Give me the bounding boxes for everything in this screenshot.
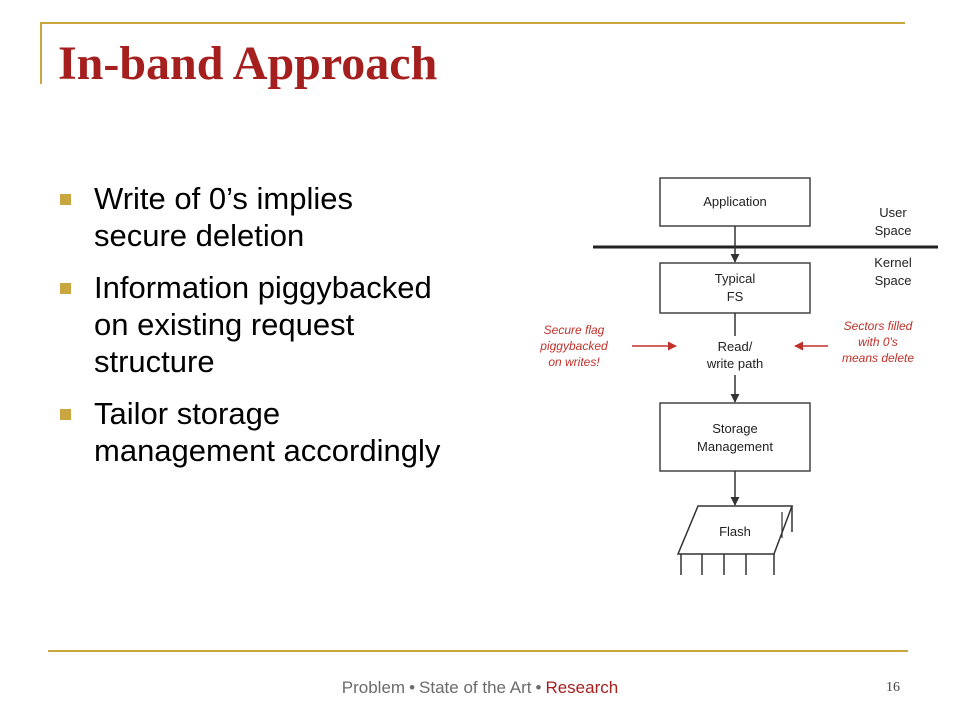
user-space-label-line: Space [875, 223, 912, 238]
secure-flag-label-line: Secure flag [544, 323, 605, 337]
footer-nav: Problem•State of the Art•Research [0, 678, 960, 698]
footer-separator: • [409, 678, 416, 697]
secure-flag-label-line: piggybacked [539, 339, 608, 353]
slide-title: In-band Approach [58, 37, 438, 90]
footer-rule [48, 650, 908, 652]
bullet-line: Write of 0’s implies [94, 181, 353, 216]
flash-label: Flash [719, 524, 751, 539]
in-band-diagram: Application User Space Kernel Space Typi… [539, 177, 938, 575]
storage-label-line: Storage [712, 421, 758, 436]
footer-item-research: Research [545, 678, 619, 697]
frame-left-rule [40, 22, 42, 84]
storage-label-line: Management [697, 439, 773, 454]
bullet-line: structure [94, 344, 215, 379]
bullet-item: Tailor storage management accordingly [60, 395, 540, 469]
bullet-line: on existing request [94, 307, 355, 342]
flash-chip-icon [676, 505, 794, 575]
bullet-list: Write of 0’s implies secure deletion Inf… [60, 180, 540, 484]
bullet-item: Information piggybacked on existing requ… [60, 269, 540, 380]
sectors-filled-label-line: means delete [842, 351, 914, 365]
typical-fs-box [659, 262, 811, 314]
footer-item-problem: Problem [341, 678, 406, 697]
storage-management-box [659, 402, 811, 472]
kernel-space-label-line: Kernel [874, 255, 912, 270]
bullet-line: Information piggybacked [94, 270, 432, 305]
user-space-label-line: User [879, 205, 907, 220]
square-bullet-icon [60, 283, 71, 294]
secure-flag-label-line: on writes! [548, 355, 600, 369]
square-bullet-icon [60, 409, 71, 420]
application-label: Application [703, 194, 767, 209]
bullet-line: secure deletion [94, 218, 305, 253]
sectors-filled-label-line: with 0's [858, 335, 898, 349]
application-box [659, 177, 811, 227]
sectors-filled-label-line: Sectors filled [844, 319, 913, 333]
typical-fs-label-line: Typical [715, 271, 756, 286]
footer-item-state-of-the-art: State of the Art [419, 678, 532, 697]
read-write-label-line: Read/ [718, 339, 753, 354]
bullet-line: management accordingly [94, 433, 441, 468]
read-write-label-line: write path [706, 356, 763, 371]
kernel-space-label-line: Space [875, 273, 912, 288]
bullet-item: Write of 0’s implies secure deletion [60, 180, 540, 254]
footer-separator: • [535, 678, 542, 697]
typical-fs-label-line: FS [727, 289, 744, 304]
page-number: 16 [886, 680, 900, 695]
bullet-line: Tailor storage [94, 396, 281, 431]
square-bullet-icon [60, 194, 71, 205]
frame-top-rule [40, 22, 905, 24]
